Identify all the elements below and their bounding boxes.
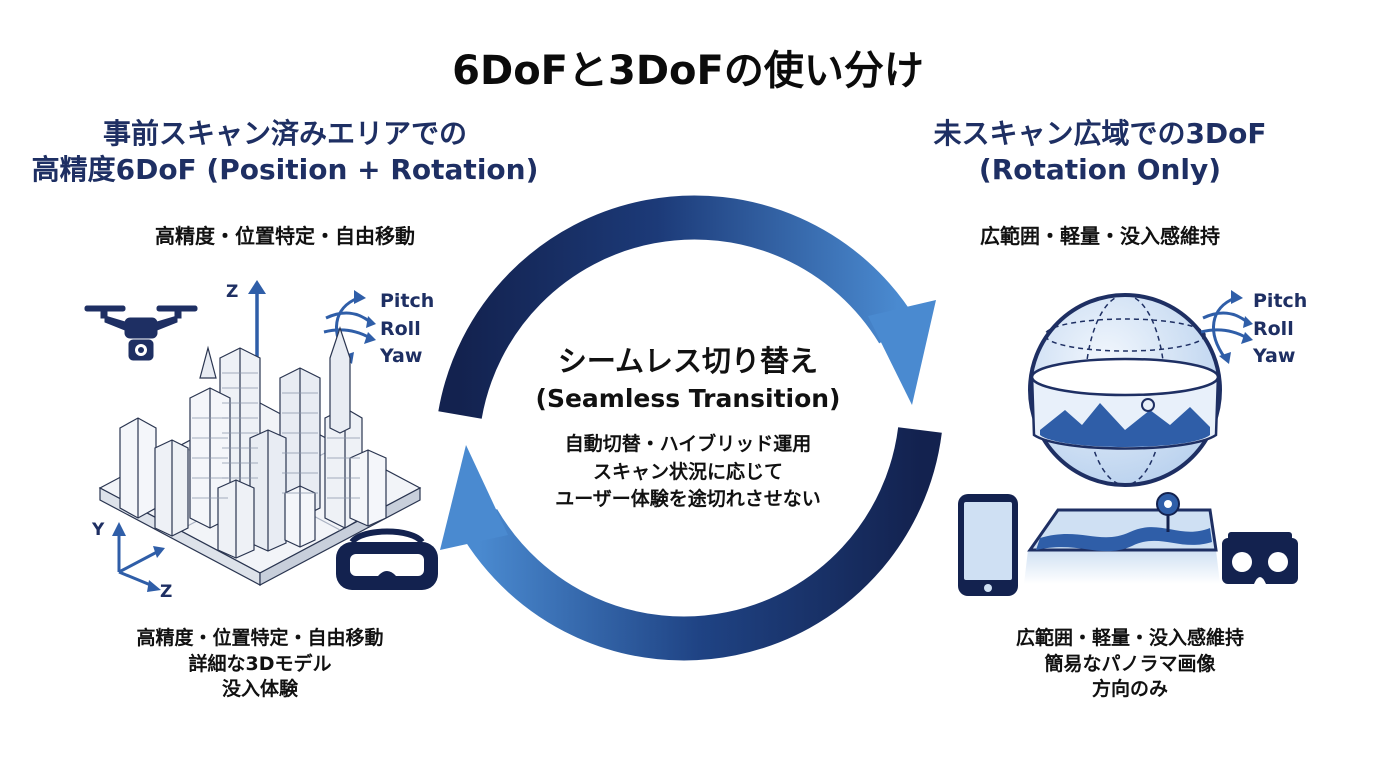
right-label-roll: Roll (1253, 317, 1294, 340)
right-footer-line-3: 方向のみ (1091, 678, 1168, 701)
city-icon (98, 326, 422, 586)
right-footer-line-2: 簡易なパノラマ画像 (1044, 652, 1216, 675)
left-heading-line2: 高精度6DoF (Position + Rotation) (31, 153, 539, 187)
right-heading-line1: 未スキャン広域での3DoF (933, 117, 1267, 150)
right-subtitle: 広範囲・軽量・没入感維持 (980, 224, 1220, 248)
center-line-3: ユーザー体験を途切れさせない (555, 488, 821, 511)
right-rotation-labels: Pitch Roll Yaw (1253, 288, 1307, 371)
left-footer-line-1: 高精度・位置特定・自由移動 (136, 627, 384, 649)
map-icon (1024, 492, 1220, 584)
z-axis-arrow-icon (248, 280, 266, 368)
left-subtitle: 高精度・位置特定・自由移動 (155, 224, 415, 248)
right-footer-line-1: 広範囲・軽量・没入感維持 (1015, 627, 1244, 649)
center-block: シームレス切り替え (Seamless Transition) 自動切替・ハイブ… (498, 338, 878, 514)
axis-label-z-bottom: Z (160, 582, 173, 602)
axis-label-y: Y (92, 520, 105, 540)
left-footer-line-3: 没入体験 (221, 678, 298, 701)
right-heading: 未スキャン広域での3DoF (Rotation Only) (840, 116, 1360, 189)
globe-panorama-icon (1028, 293, 1222, 487)
page-title: 6DoFと3DoFの使い分け (452, 48, 924, 94)
left-label-pitch: Pitch (380, 290, 435, 312)
axis-icon (112, 522, 165, 592)
right-label-pitch: Pitch (1253, 290, 1308, 312)
right-heading-line2: (Rotation Only) (978, 153, 1222, 187)
vr-headset-icon (336, 528, 438, 590)
smartphone-icon (958, 494, 1018, 596)
cardboard-viewer-icon (1222, 532, 1298, 584)
rotation-arrows-icon-right (1200, 290, 1253, 364)
left-label-yaw: Yaw (380, 345, 423, 368)
center-title: シームレス切り替え (557, 344, 819, 378)
drone-icon (84, 305, 198, 361)
right-label-yaw: Yaw (1253, 345, 1296, 368)
center-line-1: 自動切替・ハイブリッド運用 (564, 433, 812, 455)
center-subtitle: (Seamless Transition) (535, 384, 841, 413)
left-footer-line-2: 詳細な3Dモデル (188, 652, 332, 675)
left-heading-line1: 事前スキャン済みエリアでの (102, 117, 467, 150)
left-label-roll: Roll (380, 317, 421, 340)
center-line-2: スキャン状況に応じて (592, 460, 783, 483)
left-heading: 事前スキャン済みエリアでの 高精度6DoF (Position + Rotati… (20, 116, 550, 189)
right-footer: 広範囲・軽量・没入感維持 簡易なパノラマ画像 方向のみ (920, 626, 1340, 703)
left-rotation-labels: Pitch Roll Yaw (380, 288, 434, 371)
left-footer: 高精度・位置特定・自由移動 詳細な3Dモデル 没入体験 (60, 626, 460, 703)
axis-label-z-top: Z (226, 282, 239, 302)
